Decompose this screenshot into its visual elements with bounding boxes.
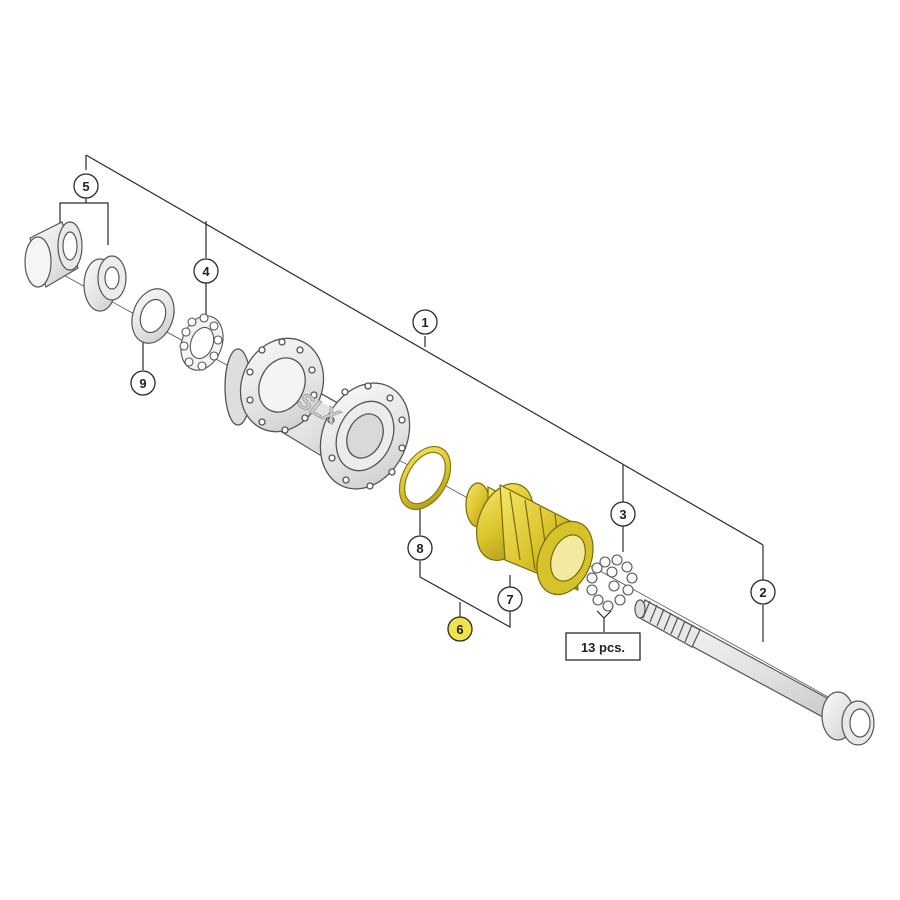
lock-nut-part [24,221,83,288]
callout-4-label: 4 [202,264,210,279]
callout-2: 2 [750,579,776,605]
callout-5-label: 5 [82,179,89,194]
ball-set-part [586,554,638,612]
cone-part [83,255,127,312]
callout-1-label: 1 [421,315,428,330]
quantity-note-label: 13 pcs. [581,640,625,655]
washer-part [131,288,175,344]
callout-1: 1 [412,309,438,335]
freewheel-body-part [465,482,594,596]
callout-5: 5 [73,173,99,199]
callout-6: 6 [447,616,473,642]
quantity-note: 13 pcs. [565,632,641,661]
callout-9-label: 9 [139,376,146,391]
callout-3-label: 3 [619,507,626,522]
bearing-part [179,313,224,371]
callout-2-label: 2 [759,585,766,600]
callout-7: 7 [497,586,523,612]
callout-8: 8 [407,535,433,561]
callout-9: 9 [130,370,156,396]
leader-lines [59,154,764,642]
callout-6-label: 6 [456,622,463,637]
axle-part [634,599,875,746]
axle-centerline [39,261,871,721]
callout-3: 3 [610,501,636,527]
callout-7-label: 7 [506,592,513,607]
callout-4: 4 [193,258,219,284]
hub-shell-part [224,337,411,490]
callout-8-label: 8 [416,541,423,556]
spacer-ring-part [398,445,452,511]
